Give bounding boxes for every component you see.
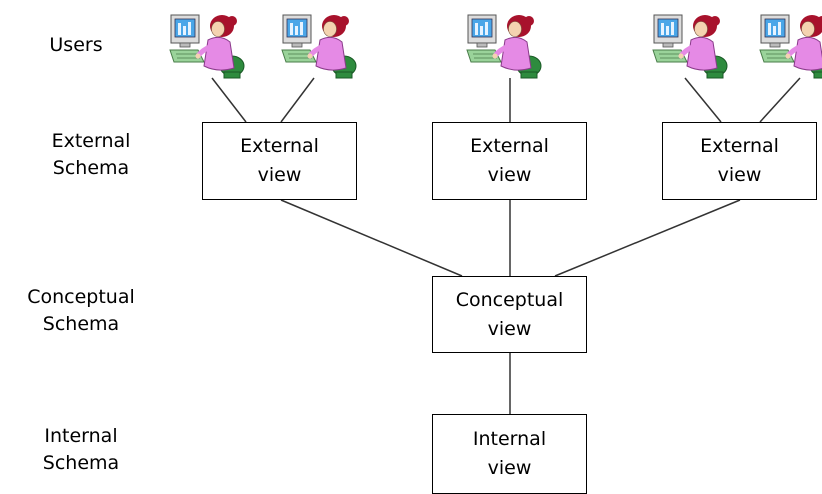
box-line-1: Internal <box>472 428 547 450</box>
level-label-internal-schema: Internal Schema <box>42 425 120 474</box>
line-user5-ext3 <box>759 77 801 123</box>
box-line-1: Conceptual <box>455 288 564 311</box>
box-line-1: External <box>240 135 319 157</box>
line-ext3-conc <box>554 199 741 277</box>
external-view-box-2: External view <box>432 122 587 200</box>
box-line-2: view <box>257 164 302 186</box>
user-at-computer-icon <box>280 10 360 80</box>
line-user1-ext1 <box>211 77 247 123</box>
conceptual-view-box: Conceptual view <box>432 276 587 353</box>
level-label-users: Users <box>49 34 103 56</box>
line-user2-ext1 <box>280 77 315 123</box>
box-line-2: view <box>487 164 532 186</box>
internal-view-box: Internal view <box>432 414 587 494</box>
level-label-external-schema: External Schema <box>51 130 131 179</box>
user-at-computer-icon <box>465 10 545 80</box>
line-user4-ext3 <box>684 77 722 123</box>
external-view-box-1: External view <box>202 122 357 200</box>
box-line-2: view <box>487 317 532 340</box>
line-ext1-conc <box>280 199 463 277</box>
box-line-2: view <box>487 457 532 479</box>
user-at-computer-icon <box>651 10 731 80</box>
box-line-1: External <box>470 135 549 157</box>
level-label-conceptual-schema: Conceptual Schema <box>27 286 135 335</box>
box-line-2: view <box>717 164 762 186</box>
external-view-box-3: External view <box>662 122 817 200</box>
user-at-computer-icon <box>758 10 822 80</box>
user-at-computer-icon <box>168 10 248 80</box>
box-line-1: External <box>700 135 779 157</box>
